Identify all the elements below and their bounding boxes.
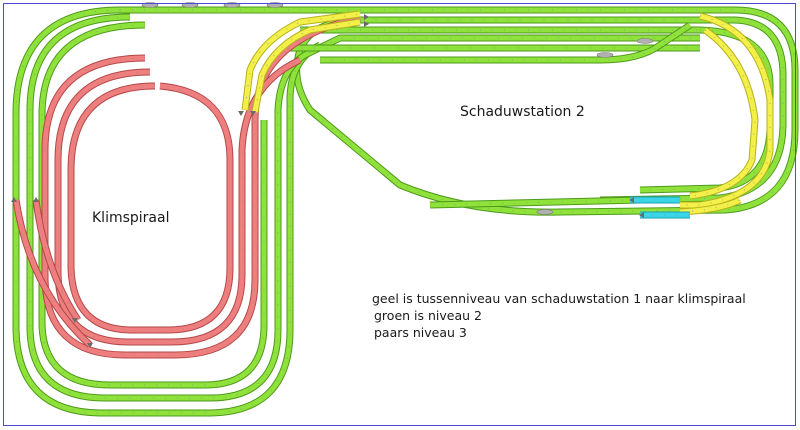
red-branch-left-2 <box>32 199 81 322</box>
track-end-arrow-3 <box>11 197 17 202</box>
yellow-climb-connector-1 <box>241 10 361 111</box>
cyan-track-ends <box>630 196 690 219</box>
yellow-return-curve <box>680 12 774 209</box>
yellow-return-curve-inner <box>689 27 759 200</box>
turnout-mark-5 <box>536 209 554 215</box>
track-end-arrow-1 <box>238 111 244 116</box>
track-end-arrow-6 <box>364 21 369 27</box>
yellow-climb-connector-2 <box>251 18 361 113</box>
green-inner-oval <box>38 21 268 389</box>
turnout-mark-7 <box>636 38 654 44</box>
red-level-3-tracks <box>12 14 361 359</box>
red-spiral-inner <box>67 82 234 334</box>
turnout-mark-4 <box>266 2 284 8</box>
track-end-arrow-5 <box>364 14 369 20</box>
track-end-arrow-7 <box>629 197 634 203</box>
green-station-track-3 <box>320 22 692 64</box>
red-branch-left-1 <box>12 199 93 348</box>
legend-purple-text: paars niveau 3 <box>374 325 467 340</box>
shadow-station-label: Schaduwstation 2 <box>460 104 585 120</box>
track-end-arrow-2 <box>250 111 256 116</box>
track-end-arrow-4 <box>33 197 39 202</box>
turnout-mark-3 <box>223 2 241 8</box>
climb-spiral-label: Klimspiraal <box>92 210 170 226</box>
green-lower-siding <box>429 196 641 209</box>
red-spiral-outer <box>41 14 361 359</box>
track-end-arrow-10 <box>72 318 78 323</box>
turnout-mark-2 <box>181 2 199 8</box>
green-middle-oval <box>26 13 700 402</box>
red-spiral-middle <box>54 56 302 346</box>
green-outer-oval <box>12 6 322 417</box>
turnout-mark-6 <box>596 52 614 58</box>
legend-yellow-text: geel is tussenniveau van schaduwstation … <box>372 291 746 306</box>
legend-green-text: groen is niveau 2 <box>374 308 482 323</box>
turnout-mark-1 <box>141 2 159 8</box>
color-legend: geel is tussenniveau van schaduwstation … <box>372 290 746 341</box>
track-end-arrow-9 <box>87 343 93 348</box>
track-end-arrow-8 <box>639 212 644 218</box>
